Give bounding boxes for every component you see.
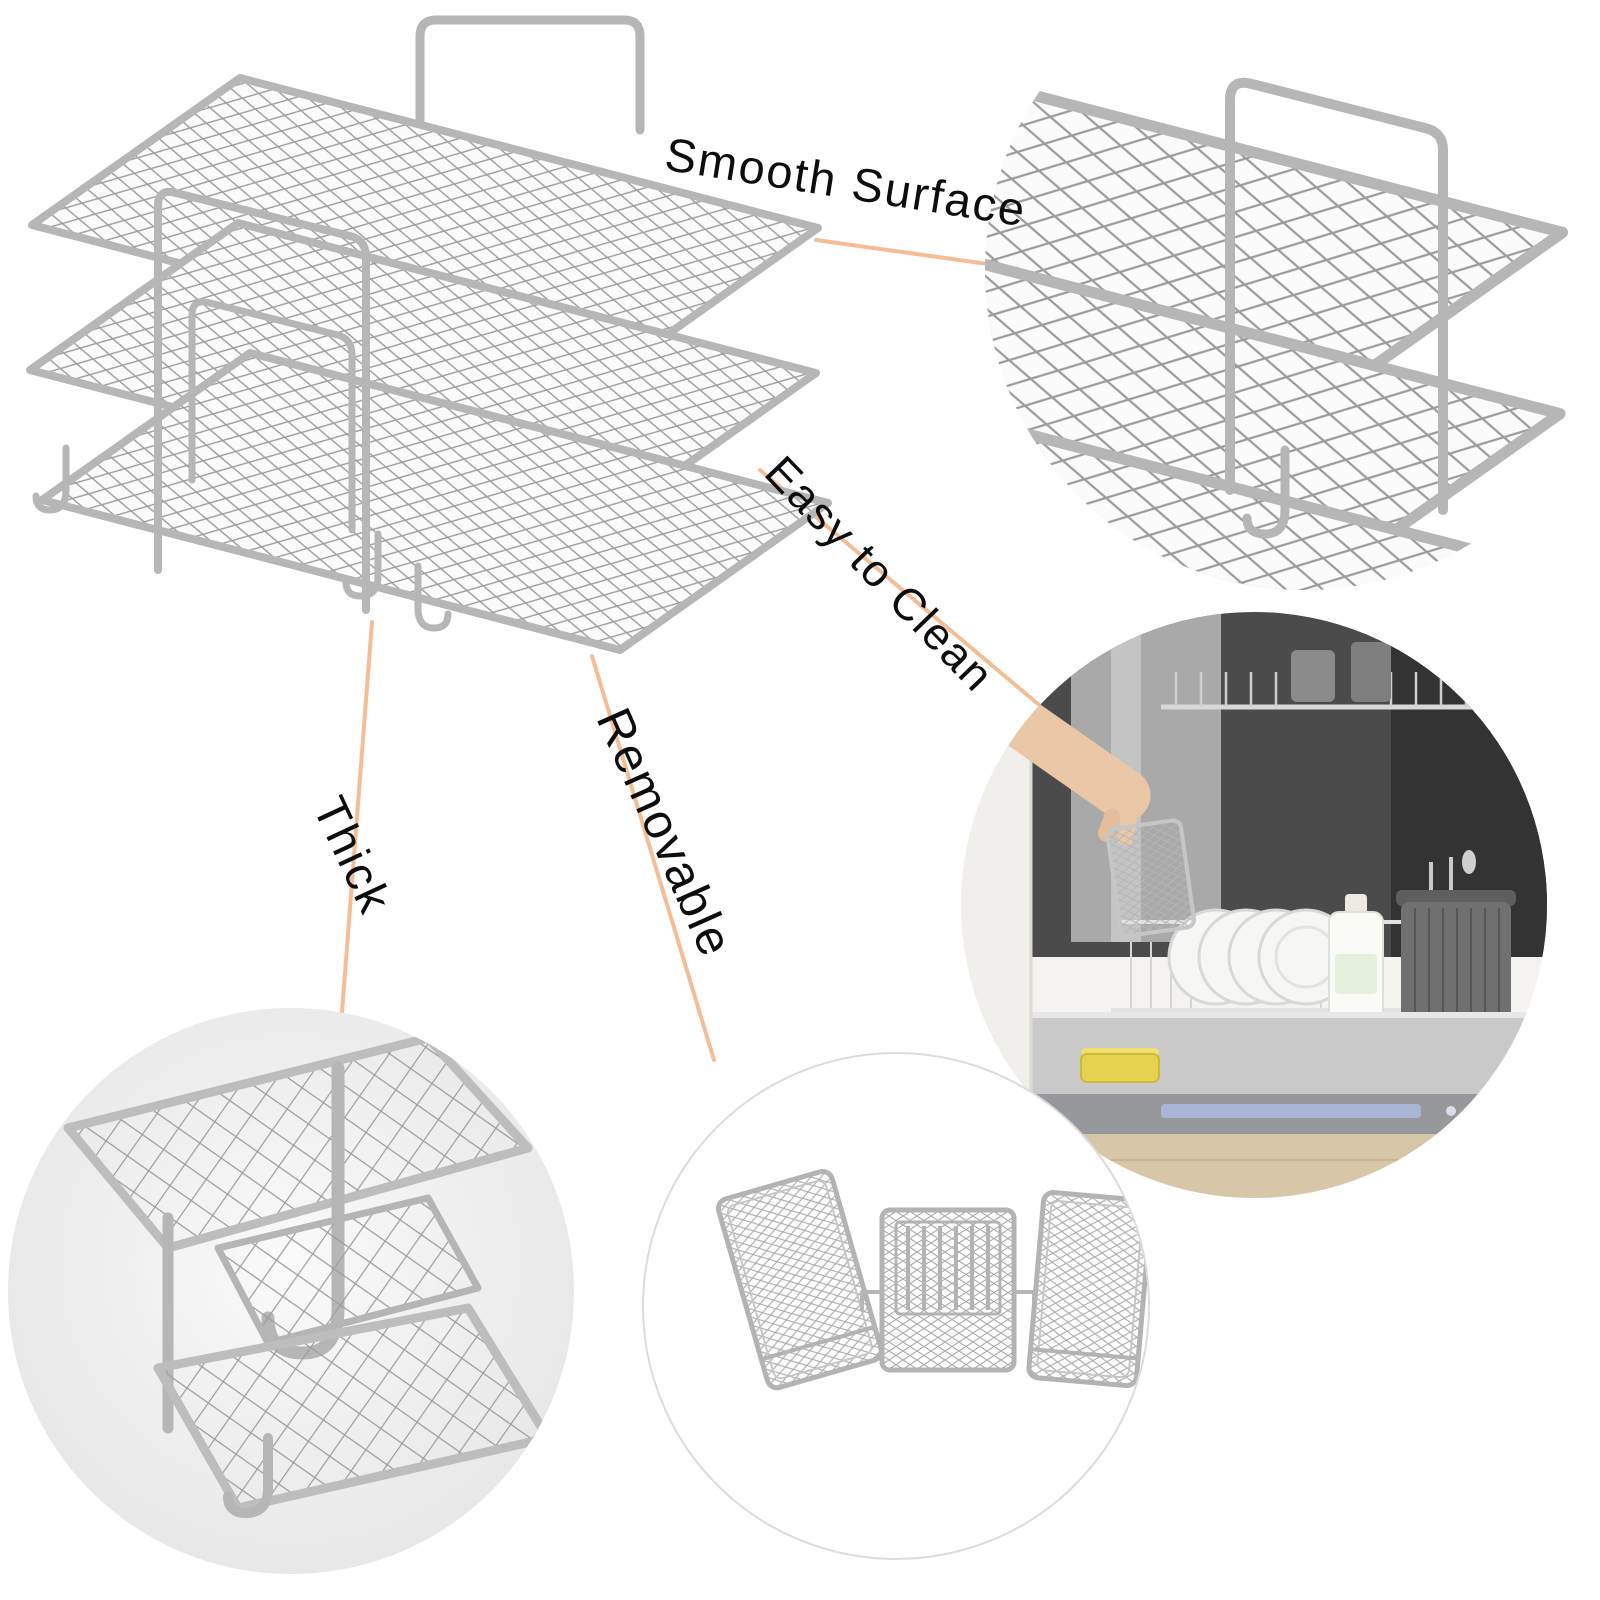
support-frame [154, 187, 370, 614]
main-product-rack [20, 10, 860, 670]
inset-thickness-closeup [8, 1008, 574, 1574]
disassembled-racks-illustration [715, 1169, 1148, 1391]
inset-disassembled-racks [642, 1052, 1150, 1560]
mesh-slab-top [63, 1033, 533, 1253]
closeup-tiers [985, 76, 1581, 590]
cup [1291, 650, 1335, 702]
inset-rack-closeup [985, 0, 1600, 590]
sponge [1080, 1048, 1160, 1083]
hook-center-1 [342, 530, 382, 600]
hook-center-2 [414, 562, 452, 632]
rack-closeup-illustration [985, 76, 1581, 590]
detergent-bottle [1328, 894, 1384, 1023]
rack-piece-middle [860, 1207, 1036, 1373]
connector-thick [340, 620, 374, 1014]
closeup-support-frame [1225, 77, 1448, 515]
cutlery-basket [1396, 850, 1516, 1032]
door-control-strip [1161, 1104, 1421, 1118]
closeup-hook [1242, 445, 1290, 539]
dishwasher-door [1001, 1012, 1547, 1134]
cup [1351, 642, 1391, 702]
hook-left [32, 444, 70, 514]
dishwasher-lower-rack [1111, 908, 1491, 1012]
mesh-slab-middle [214, 1194, 482, 1347]
finger [1097, 808, 1121, 842]
mesh-tier-bottom [38, 349, 832, 654]
support-frame-inner [188, 298, 356, 534]
rack-piece-right [1026, 1190, 1148, 1389]
side-hook-left [860, 1290, 882, 1312]
rack-piece-left [715, 1169, 884, 1391]
side-hook-right [1014, 1290, 1036, 1312]
thick-hook [223, 1433, 273, 1518]
connector-removable [590, 654, 716, 1062]
connector-smooth-surface [814, 238, 1004, 268]
rack-handle [415, 15, 645, 135]
arm [997, 698, 1151, 822]
hand-holding-rack [997, 698, 1196, 938]
small-mesh-rack [1105, 818, 1196, 938]
thickness-closeup-illustration [8, 1008, 574, 1574]
main-rack-illustration [26, 15, 832, 654]
